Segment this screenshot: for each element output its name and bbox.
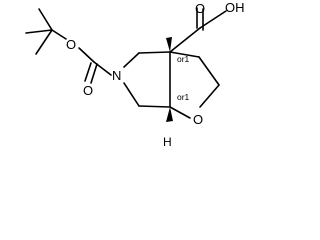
stereo-wedges	[166, 37, 173, 122]
bond-thf-ch2-to-o	[199, 84, 220, 108]
atom-label-acid-oh: OH	[225, 0, 245, 15]
bond-tbu-left-methyl	[25, 29, 53, 34]
bond-upper-ch2-to-junction	[138, 51, 171, 54]
bond-tbu-to-ester-o	[51, 29, 67, 40]
bond-ring-o-to-junction	[169, 106, 191, 119]
atom-label-nitrogen: N	[112, 68, 121, 83]
atom-label-stereo-hydrogen: H	[163, 135, 172, 149]
bond-acid-c-to-oh	[199, 10, 227, 29]
stereo-label-lower: or1	[177, 92, 190, 102]
bond-junction-to-thf-ch2	[169, 51, 200, 58]
wedge-lower-stereocenter	[166, 107, 173, 122]
stereo-label-upper: or1	[177, 54, 190, 64]
atom-label-ester-oxygen: O	[66, 37, 76, 52]
chemical-structure: O OH O O N O or1 or1 H	[25, 0, 245, 149]
bond-tbu-lower-methyl	[35, 29, 53, 55]
atom-label-ring-oxygen: O	[193, 112, 203, 127]
bond-lower-ch2-to-junction	[138, 105, 171, 108]
bond-junction-to-acid-c	[169, 27, 201, 53]
bond-set	[25, 7, 227, 119]
atom-label-ester-carbonyl-oxygen: O	[83, 83, 93, 98]
bond-tbu-top-methyl	[38, 8, 53, 31]
bond-ester-double-o-b	[90, 63, 98, 84]
atom-label-acid-carbonyl-o: O	[195, 1, 205, 16]
bond-n-to-lower-ch2	[123, 82, 140, 107]
bond-ester-double-o-a	[84, 62, 92, 82]
bond-thf-ch2-to-ch2	[198, 56, 220, 86]
bond-n-to-upper-ch2	[123, 52, 140, 68]
bond-ester-o-to-carbonyl-c	[78, 47, 95, 63]
wedge-upper-stereocenter	[166, 37, 172, 52]
